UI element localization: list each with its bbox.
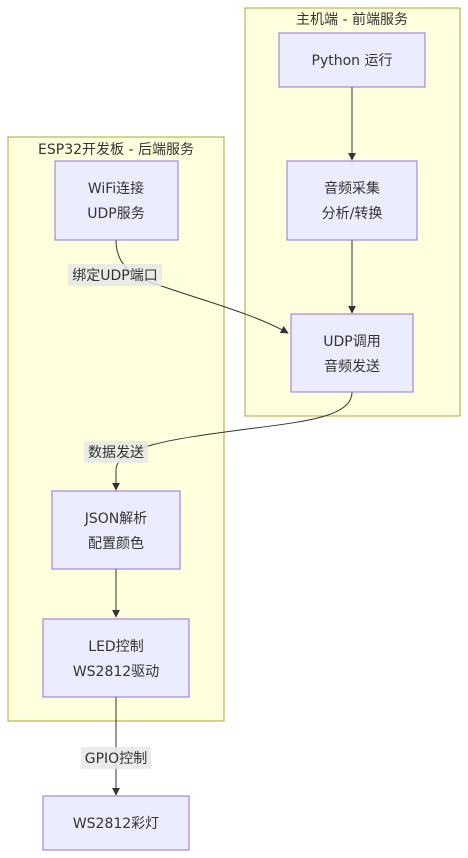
python-run-line-1: Python 运行	[312, 53, 393, 69]
bind-udp-port-label: 绑定UDP端口	[72, 268, 157, 284]
edge-label-send-data: 数据发送	[84, 441, 148, 463]
node-ws2812-light: WS2812彩灯	[42, 795, 190, 851]
node-wifi-udp: WiFi连接 UDP服务	[54, 160, 179, 241]
udp-call-line-1: UDP调用	[323, 334, 380, 350]
send-data-label: 数据发送	[88, 445, 144, 461]
edge-label-gpio-control: GPIO控制	[81, 747, 151, 769]
node-led-control: LED控制 WS2812驱动	[42, 618, 190, 698]
node-python-run: Python 运行	[278, 32, 426, 88]
wifi-udp-line-1: WiFi连接	[88, 180, 144, 197]
node-udp-call: UDP调用 音频发送	[290, 313, 414, 393]
led-control-line-1: LED控制	[88, 639, 143, 655]
esp32-cluster-title: ESP32开发板 - 后端服务	[38, 142, 194, 158]
audio-capture-line-1: 音频采集	[324, 180, 380, 197]
gpio-control-label: GPIO控制	[85, 751, 147, 767]
node-audio-capture: 音频采集 分析/转换	[286, 160, 418, 241]
wifi-udp-line-2: UDP服务	[87, 206, 144, 222]
audio-capture-line-2: 分析/转换	[322, 205, 383, 222]
json-parse-line-1: JSON解析	[84, 511, 148, 527]
node-json-parse: JSON解析 配置颜色	[51, 490, 181, 570]
host-cluster-title: 主机端 - 前端服务	[296, 11, 408, 28]
json-parse-line-2: 配置颜色	[88, 535, 144, 552]
led-control-line-2: WS2812驱动	[73, 664, 159, 680]
udp-call-line-2: 音频发送	[324, 358, 380, 375]
ws2812-light-line-1: WS2812彩灯	[73, 816, 159, 832]
edge-wifi-to-udp	[115, 239, 289, 334]
edge-label-bind-udp-port: 绑定UDP端口	[68, 264, 162, 286]
